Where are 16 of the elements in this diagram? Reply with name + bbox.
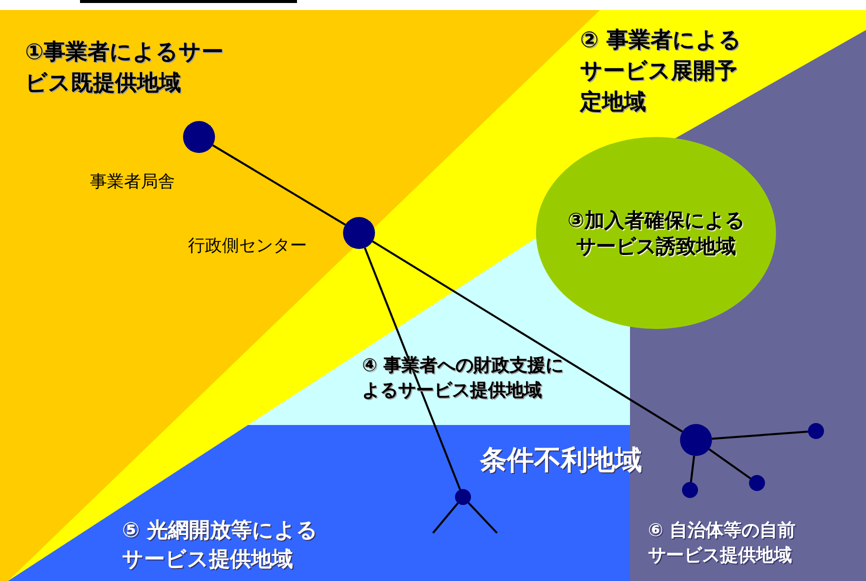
connector-line xyxy=(708,448,752,480)
region-title: ①事業者によるサービス既提供地域 xyxy=(25,39,225,98)
connector-line xyxy=(212,144,346,226)
connector-line xyxy=(712,430,808,440)
region-title: ③加入者確保によるサービス誘致地域 xyxy=(566,207,746,259)
connector-line xyxy=(690,456,696,482)
region-title: ② 事業者によるサービス展開予定地域 xyxy=(580,27,742,117)
site-label: 事業者局舎 xyxy=(90,171,175,193)
region-title: ⑥ 自治体等の自前サービス提供地域 xyxy=(648,519,797,568)
connector-line xyxy=(364,248,461,490)
region-title: ⑤ 光網開放等によるサービス提供地域 xyxy=(122,517,320,574)
connector-line xyxy=(468,502,498,534)
connector-line xyxy=(432,502,459,534)
site-label: 行政側センター xyxy=(188,235,307,257)
connector-line xyxy=(372,240,683,432)
region-title: 条件不利地域 xyxy=(480,444,642,478)
